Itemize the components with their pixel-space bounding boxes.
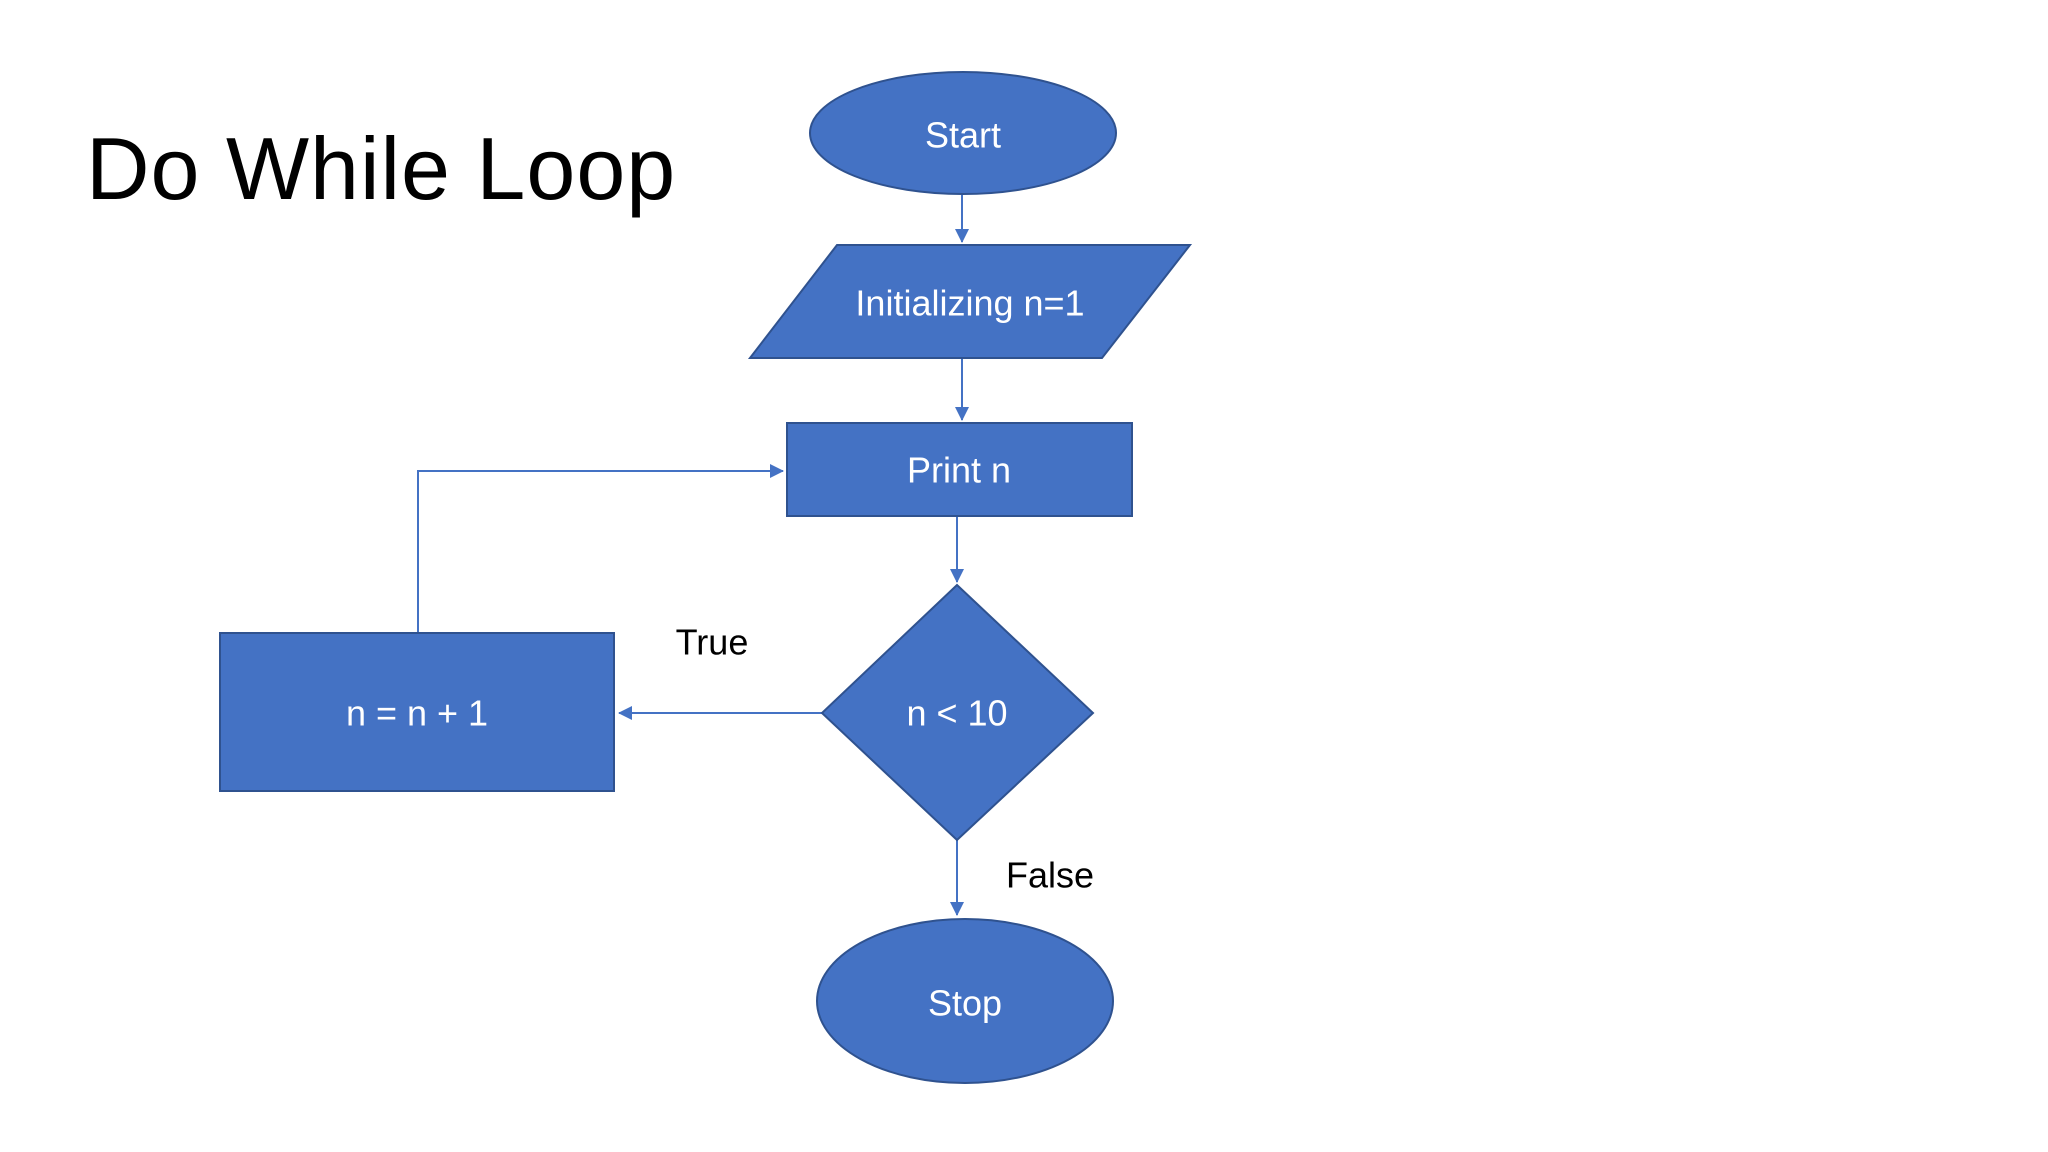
start-oval-shape [809,71,1117,195]
node-start: Start [809,71,1117,195]
branch-label-false: False [1006,855,1094,896]
initializing-label: Initializing n=1 [855,283,1084,324]
branch-label-true: True [676,622,749,663]
print-label: Print n [907,450,1011,491]
increment-rectangle-shape [219,632,615,792]
node-increment: n = n + 1 [219,632,615,792]
node-initializing: Initializing n=1 [747,244,1193,359]
print-rectangle-shape [786,422,1133,517]
decision-diamond-shape [820,583,1095,842]
initializing-parallelogram-shape [747,244,1193,359]
stop-label: Stop [928,983,1002,1024]
slide-title: Do While Loop [86,119,676,218]
stop-oval-shape [816,918,1114,1084]
connector-increment-loop-to-print [417,464,784,633]
node-stop: Stop [816,918,1114,1084]
start-label: Start [925,115,1001,156]
node-print: Print n [786,422,1133,517]
increment-label: n = n + 1 [346,693,488,734]
node-decision: n < 10 [820,583,1095,842]
decision-label: n < 10 [906,693,1007,734]
